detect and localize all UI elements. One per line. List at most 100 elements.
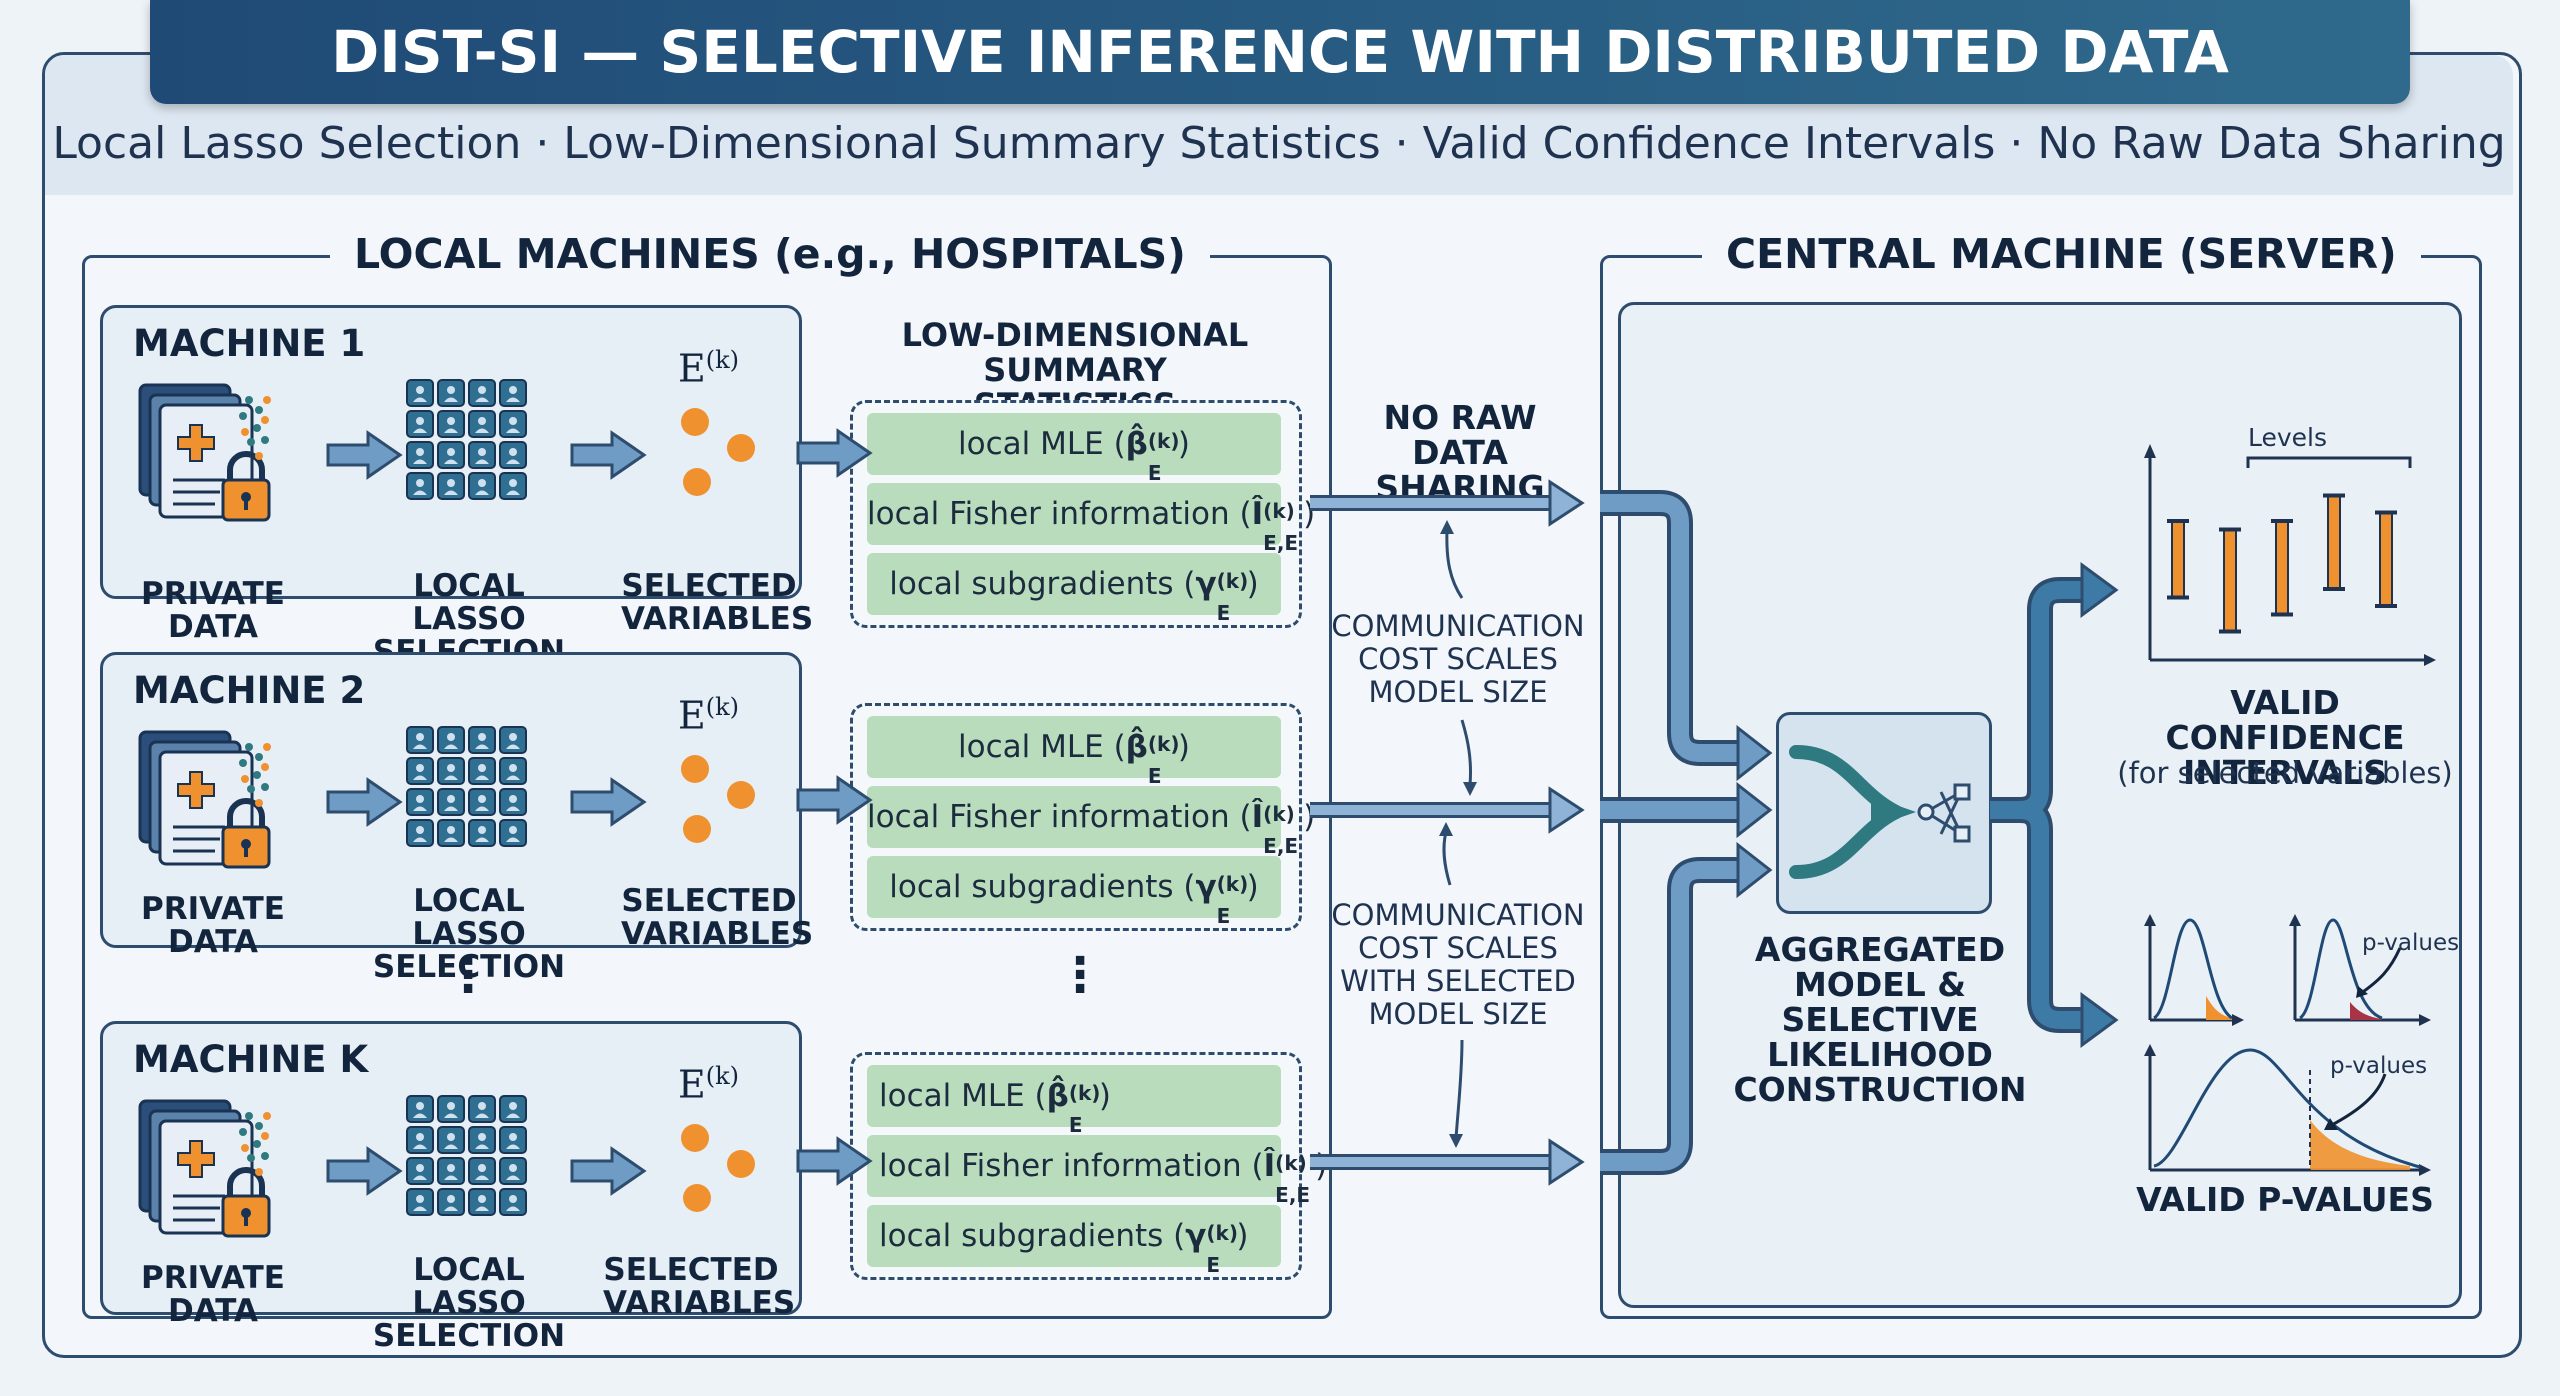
p-values-label-2: p-values <box>2330 1053 2428 1079</box>
communication-cost-note-2: COMMUNICATION COST SCALES WITH SELECTED … <box>1331 898 1585 1031</box>
merge-icon <box>1789 745 1971 879</box>
private-to-lasso-arrow <box>326 430 403 480</box>
stat-superscript: (k) <box>1206 1221 1238 1245</box>
summary-statistics-box: local MLE (β̂(k)E) local Fisher informat… <box>850 400 1315 628</box>
stat-symbol: β̂ <box>1125 729 1148 765</box>
ci-interval-bar <box>2375 510 2397 608</box>
p-values-label-1: p-values <box>2362 930 2460 956</box>
ek-superscript: (k) <box>705 1062 740 1090</box>
local-mle-row: local MLE (β̂(k)E) <box>867 716 1281 788</box>
stat-subscript: E <box>1068 1113 1083 1137</box>
local-fisher-row: local Fisher information (Î(k)E,E) <box>867 483 1315 555</box>
stat-superscript: (k) <box>1216 569 1249 593</box>
stat-superscript: (k) <box>1275 1151 1307 1175</box>
stat-symbol: β̂ <box>1125 426 1148 462</box>
ek-label: E(k) <box>678 1062 740 1107</box>
stat-symbol: Î <box>1263 1148 1276 1184</box>
stat-label: local subgradients <box>879 1218 1164 1254</box>
local-lasso-label: LOCAL LASSO SELECTION <box>372 883 566 985</box>
levels-bracket <box>2246 456 2412 468</box>
stat-symbol: γ <box>1195 566 1217 602</box>
selected-variables-label: SELECTED VARIABLES <box>621 883 814 952</box>
stat-symbol: γ <box>1195 869 1217 905</box>
subtitle: Local Lasso Selection · Low-Dimensional … <box>52 118 2506 169</box>
selected-variables-icon <box>675 1124 765 1218</box>
ek-label: E(k) <box>678 346 740 391</box>
local-subgradients-row: local subgradients (γ(k)E) <box>867 856 1281 928</box>
stat-superscript: (k) <box>1263 499 1295 523</box>
private-to-lasso-arrow <box>326 1146 403 1196</box>
local-subgradients-row: local subgradients (γ(k)E) <box>867 1205 1281 1277</box>
lasso-to-selected-arrow <box>570 777 647 827</box>
stat-symbol: Î <box>1251 799 1264 835</box>
ek-superscript: (k) <box>705 693 740 721</box>
title-bar: DIST-SI — SELECTIVE INFERENCE WITH DISTR… <box>150 0 2410 104</box>
ci-interval-bar <box>2167 519 2189 600</box>
stat-label: local subgradients <box>889 566 1174 602</box>
communication-cost-note-1: COMMUNICATION COST SCALES MODEL SIZE <box>1331 609 1585 709</box>
stat-subscript: E <box>1216 601 1231 625</box>
local-machines-heading: LOCAL MACHINES (e.g., HOSPITALS) <box>330 230 1210 278</box>
private-data-icon <box>135 1096 275 1250</box>
local-mle-row: local MLE (β̂(k)E) <box>867 1065 1281 1137</box>
stat-superscript: (k) <box>1263 802 1295 826</box>
private-data-icon <box>135 727 275 881</box>
stat-superscript: (k) <box>1068 1081 1101 1105</box>
selected-variables-icon <box>675 408 765 502</box>
ek-superscript: (k) <box>705 346 740 374</box>
local-subgradients-row: local subgradients (γ(k)E) <box>867 553 1281 625</box>
local-mle-row: local MLE (β̂(k)E) <box>867 413 1281 485</box>
stat-symbol: γ <box>1185 1218 1207 1254</box>
aggregated-model-label: AGGREGATED MODEL & SELECTIVE LIKELIHOOD … <box>1733 930 2027 1109</box>
machine-card: MACHINE K PRIVATE DATA <box>100 1021 802 1353</box>
lasso-grid-icon <box>405 1094 529 1222</box>
private-to-lasso-arrow <box>326 777 403 827</box>
private-data-label: PRIVATE DATA <box>141 1260 285 1329</box>
ci-title: VALID CONFIDENCE INTERVALS <box>2165 683 2405 792</box>
selected-variables-label: SELECTED VARIABLES <box>603 1252 796 1321</box>
stat-superscript: (k) <box>1147 429 1180 453</box>
stat-label: local MLE <box>958 729 1104 765</box>
lasso-to-selected-arrow <box>570 430 647 480</box>
stat-subscript: E,E <box>1275 1183 1311 1207</box>
machine-name: MACHINE 1 <box>133 322 366 365</box>
selected-variables-label: SELECTED VARIABLES <box>621 568 814 637</box>
stat-subscript: E,E <box>1263 834 1299 858</box>
private-data-label: PRIVATE DATA <box>141 576 285 645</box>
private-data-icon <box>135 380 275 534</box>
local-fisher-row: local Fisher information (Î(k)E,E) <box>867 1135 1327 1207</box>
stat-label: local MLE <box>879 1078 1025 1114</box>
machine-name: MACHINE 2 <box>133 669 366 712</box>
machine-to-summary-arrow <box>796 1136 873 1186</box>
ci-interval-bar <box>2271 519 2293 617</box>
ci-axes <box>2148 450 2430 662</box>
local-lasso-label: LOCAL LASSO SELECTION <box>372 1252 566 1354</box>
ci-subtitle: (for selected variables) <box>2117 756 2453 790</box>
stat-subscript: E <box>1206 1253 1221 1277</box>
lasso-grid-icon <box>405 725 529 853</box>
ci-interval-bar <box>2219 527 2241 634</box>
machine-to-summary-arrow <box>796 428 873 478</box>
p-values-title: VALID P-VALUES <box>2136 1180 2434 1219</box>
selected-variables-icon <box>675 755 765 849</box>
levels-label: Levels <box>2248 423 2328 452</box>
machine-card: MACHINE 2 PRIVATE DATA <box>100 652 814 984</box>
stat-superscript: (k) <box>1216 872 1249 896</box>
stat-label: local MLE <box>958 426 1104 462</box>
summary-statistics-box: local MLE (β̂(k)E) local Fisher informat… <box>850 703 1315 931</box>
ek-label: E(k) <box>678 693 740 738</box>
lasso-grid-icon <box>405 378 529 506</box>
network-icon <box>1917 783 1971 843</box>
p-value-charts <box>2144 914 2431 1176</box>
stat-superscript: (k) <box>1147 732 1180 756</box>
stat-label: local Fisher information <box>867 799 1230 835</box>
summary-statistics-box: local MLE (β̂(k)E) local Fisher informat… <box>850 1052 1327 1280</box>
stat-subscript: E <box>1147 461 1162 485</box>
confidence-interval-chart <box>2144 444 2436 666</box>
stat-symbol: β̂ <box>1046 1078 1069 1114</box>
lasso-to-selected-arrow <box>570 1146 647 1196</box>
private-data-label: PRIVATE DATA <box>141 891 285 960</box>
stat-subscript: E <box>1216 904 1231 928</box>
stat-label: local Fisher information <box>867 496 1230 532</box>
